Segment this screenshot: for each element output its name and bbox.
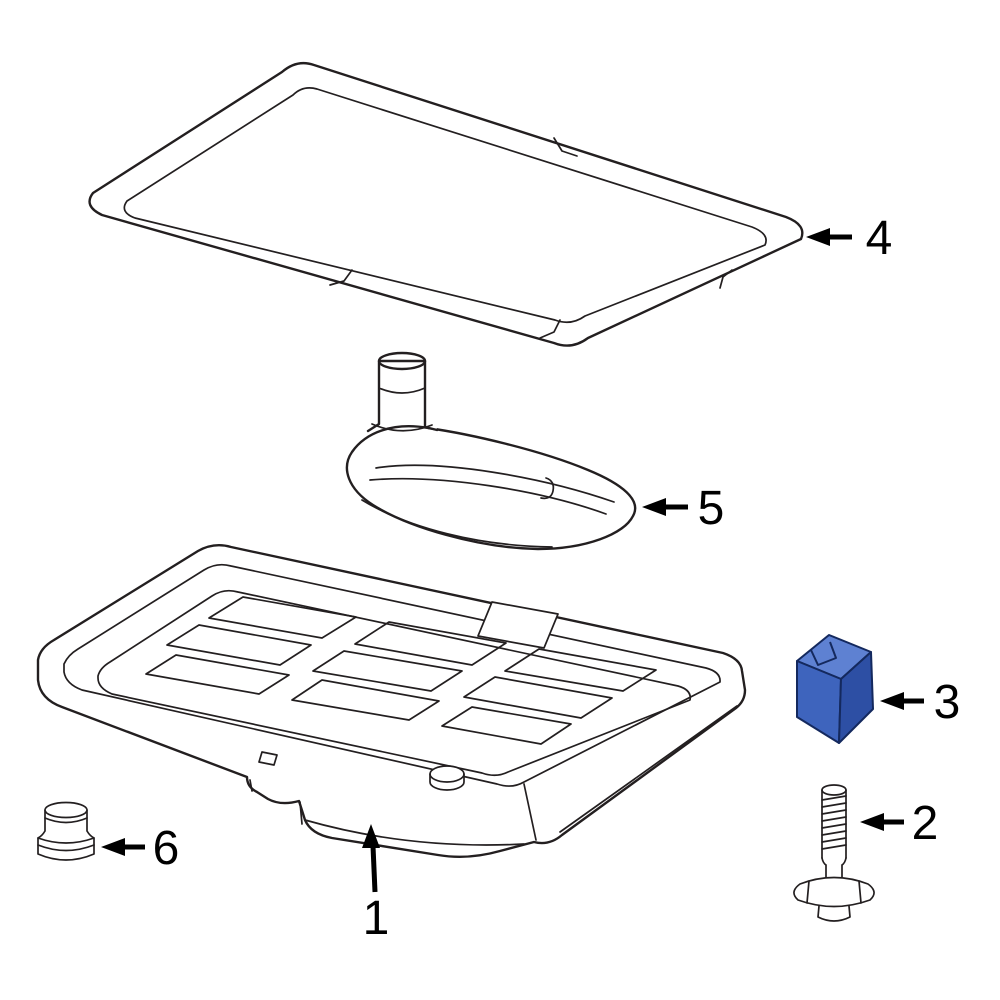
- callout-4: 4: [806, 212, 892, 265]
- plug-cap-top: [44, 801, 88, 819]
- gasket-notch-top: [553, 137, 578, 157]
- callout-1-arrowhead: [362, 824, 380, 848]
- filter-part: [345, 351, 637, 551]
- filter-neck-sides: [366, 359, 439, 433]
- oil-pan-part: [36, 544, 747, 858]
- pan-small-boss: [258, 751, 278, 766]
- callout-3-label: 3: [934, 676, 961, 729]
- plug-cap-line: [44, 817, 88, 824]
- pan-drain-boss: [429, 765, 465, 791]
- plug-base: [37, 837, 95, 861]
- filter-rib-lower: [369, 477, 607, 515]
- gasket-outer-outline: [88, 61, 804, 347]
- pan-filter-cutout: [477, 601, 559, 649]
- gasket-notch-bottom: [539, 319, 561, 339]
- callout-5: 5: [642, 482, 724, 535]
- pan-rib-panel: [354, 621, 507, 666]
- pan-drain-boss-top: [429, 765, 465, 783]
- magnet-side-face: [838, 651, 874, 744]
- callout-6: 6: [101, 822, 179, 875]
- bolt-flange-facets: [806, 880, 862, 904]
- filter-body-outline: [345, 425, 637, 551]
- pan-rim-inner-edge: [63, 563, 721, 787]
- gasket-notch-left: [329, 269, 353, 286]
- pan-rib-panel: [463, 676, 613, 719]
- callout-4-label: 4: [866, 212, 893, 265]
- callout-6-label: 6: [153, 822, 180, 875]
- magnet-part: [796, 634, 874, 744]
- plug-base-mid-line: [37, 844, 95, 852]
- gasket-notch-right: [719, 269, 733, 289]
- pan-flange-inner-edge: [97, 589, 692, 777]
- plug-cap-sides: [37, 809, 95, 839]
- callout-2-label: 2: [912, 797, 939, 850]
- gasket-inner-outline: [123, 87, 767, 324]
- pan-rib-panel: [441, 706, 572, 745]
- pan-rib-panel: [291, 679, 440, 721]
- bolt-hex-stub: [817, 905, 851, 922]
- drain-plug-part: [37, 801, 95, 861]
- pan-rib-panel: [208, 596, 357, 639]
- callout-2: 2: [860, 797, 938, 850]
- pan-sump-step: [249, 779, 303, 825]
- pan-sump-edge: [304, 819, 525, 846]
- pan-wall-edge-right: [559, 705, 738, 833]
- filter-neck-mid-line: [378, 387, 426, 394]
- filter-neck: [366, 351, 439, 433]
- callout-1-line: [370, 845, 378, 893]
- filter-rib-upper: [375, 464, 615, 503]
- bolt-flange: [793, 876, 875, 908]
- callout-3: 3: [880, 676, 960, 729]
- filter-hook-detail: [540, 477, 555, 500]
- callout-1: 1: [362, 824, 389, 945]
- pan-rib-panel: [145, 654, 290, 695]
- pan-rib-panel: [166, 624, 312, 666]
- callout-1-label: 1: [363, 892, 390, 945]
- callout-5-arrowhead: [642, 498, 666, 516]
- pan-drain-boss-side: [429, 773, 465, 791]
- filter-bottom-edge: [361, 499, 553, 548]
- magnet-notch: [810, 641, 837, 666]
- bolt-threads: [821, 795, 847, 850]
- filter-neck-top: [377, 351, 427, 371]
- gasket-part: [88, 61, 804, 347]
- pan-wall-edge-near: [523, 783, 537, 841]
- callout-6-arrowhead: [101, 838, 125, 856]
- pan-rib-panel: [504, 648, 657, 692]
- bolt-part: [793, 784, 875, 922]
- filter-neck-base-line: [371, 423, 433, 432]
- bolt-neck: [821, 857, 847, 881]
- pan-rib-panel: [312, 650, 463, 692]
- callout-3-arrowhead: [880, 692, 904, 710]
- callout-2-arrowhead: [860, 813, 884, 831]
- bolt-shank-top: [821, 784, 847, 796]
- callout-4-arrowhead: [806, 228, 830, 246]
- callout-5-label: 5: [698, 482, 725, 535]
